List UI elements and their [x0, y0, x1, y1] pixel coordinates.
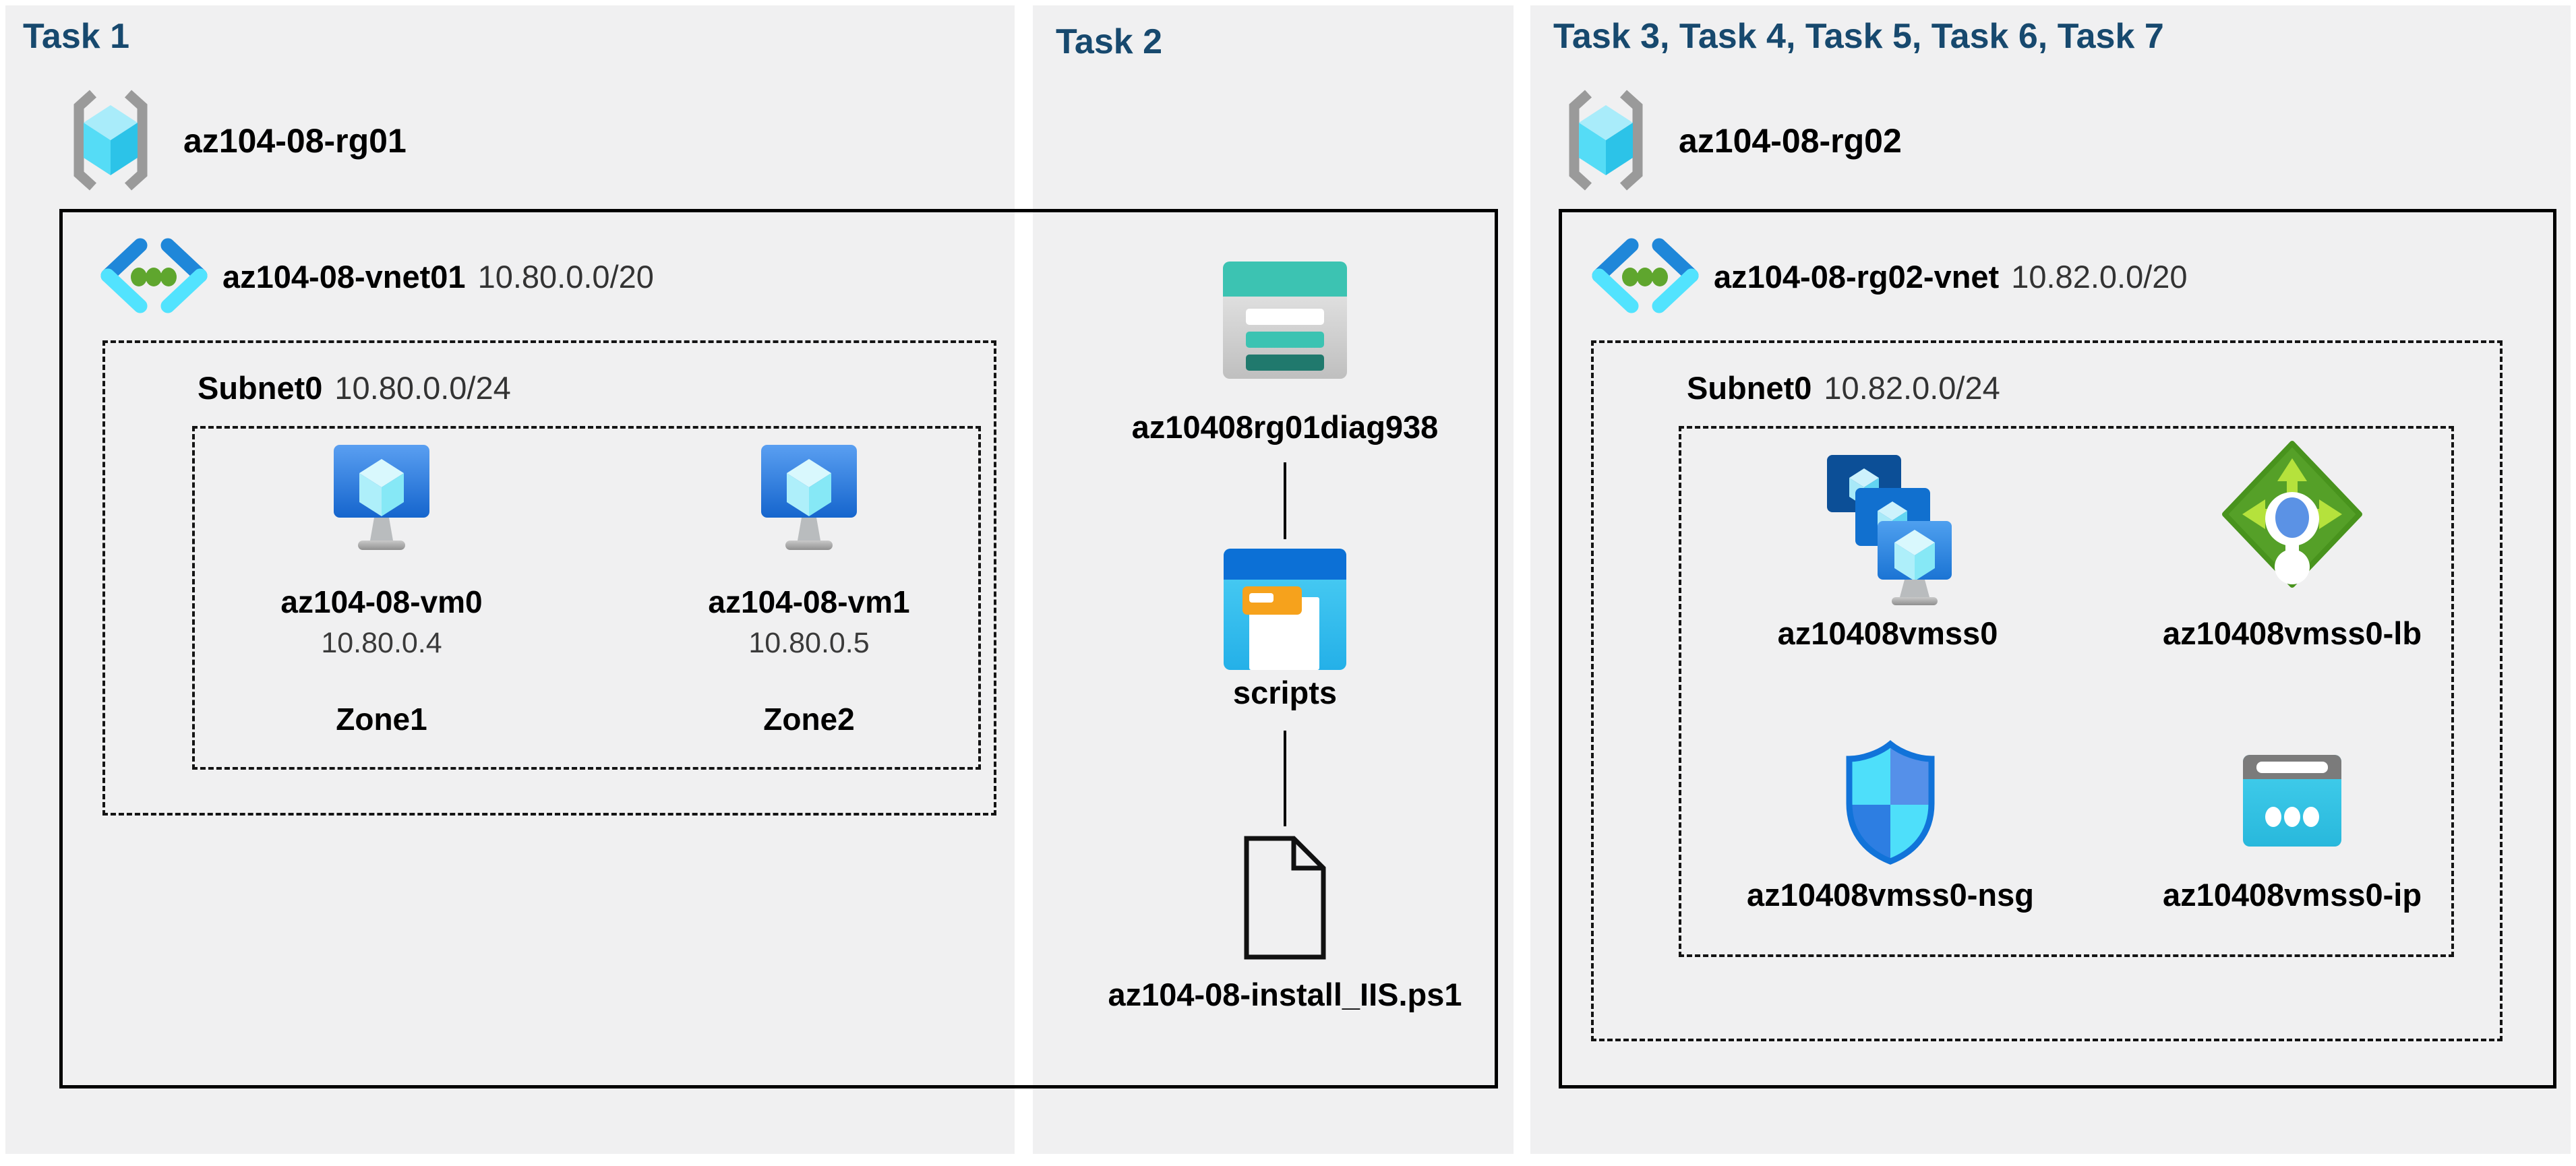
subnet0-box [102, 340, 996, 816]
vnet-name: az104-08-vnet01 [222, 259, 466, 295]
vnet-label: az104-08-rg02-vnet 10.82.0.0/20 [1714, 258, 2188, 295]
subnet-label: Subnet0 10.80.0.0/24 [198, 369, 511, 406]
resource-group-icon [1563, 89, 1649, 191]
vm-name: az104-08-vm0 [280, 584, 483, 619]
vmss-name: az10408vmss0 [1777, 615, 1998, 651]
task1-heading: Task 1 [23, 17, 130, 56]
resource-group-name: az104-08-rg01 [183, 122, 407, 160]
connector-container-to-file [1284, 731, 1286, 826]
vmss-icon [1820, 445, 1955, 607]
rg01-boundary-box [59, 209, 1498, 1088]
vnet-cidr: 10.82.0.0/20 [2011, 259, 2188, 295]
vmss-resources-box [1679, 426, 2454, 957]
storage-account-name: az10408rg01diag938 [1131, 409, 1439, 445]
connector-storage-to-container [1284, 462, 1286, 539]
vm-zone: Zone2 [763, 702, 855, 737]
virtual-machine-icon [331, 442, 432, 569]
task3-panel [1530, 5, 2571, 1154]
public-ip-name: az10408vmss0-ip [2162, 877, 2422, 913]
resource-group-icon [67, 89, 154, 191]
resource-group-name: az104-08-rg02 [1679, 122, 1902, 160]
task1-panel [5, 5, 1015, 1154]
blob-container-icon [1224, 549, 1346, 670]
vm-ip: 10.80.0.5 [748, 627, 870, 659]
vm-ip: 10.80.0.4 [321, 627, 442, 659]
vnet-label: az104-08-vnet01 10.80.0.0/20 [222, 258, 654, 295]
subnet-cidr: 10.80.0.0/24 [334, 370, 511, 406]
availability-zones-box [192, 426, 981, 770]
public-ip-icon [2243, 755, 2341, 847]
rg02-boundary-box [1559, 209, 2556, 1088]
load-balancer-icon [2221, 439, 2364, 589]
load-balancer-name: az10408vmss0-lb [2162, 615, 2422, 651]
task3-heading: Task 3, Task 4, Task 5, Task 6, Task 7 [1553, 17, 2164, 56]
vnet-cidr: 10.80.0.0/20 [477, 259, 654, 295]
virtual-machine-icon [758, 442, 860, 569]
virtual-network-icon [1590, 236, 1701, 315]
file-icon [1241, 833, 1329, 962]
network-security-group-icon [1840, 737, 1941, 867]
subnet-name: Subnet0 [1687, 370, 1812, 406]
script-file-name: az104-08-install_IIS.ps1 [1108, 977, 1462, 1012]
task2-heading: Task 2 [1056, 22, 1163, 61]
virtual-network-icon [98, 236, 210, 315]
subnet-label: Subnet0 10.82.0.0/24 [1687, 369, 2000, 406]
vnet-name: az104-08-rg02-vnet [1714, 259, 2000, 295]
vm-name: az104-08-vm1 [708, 584, 910, 619]
vm-zone: Zone1 [336, 702, 427, 737]
storage-account-icon [1223, 262, 1347, 379]
container-name: scripts [1232, 675, 1338, 710]
subnet-name: Subnet0 [198, 370, 323, 406]
subnet-cidr: 10.82.0.0/24 [1824, 370, 2000, 406]
subnet0-box [1591, 340, 2503, 1041]
nsg-name: az10408vmss0-nsg [1747, 877, 2034, 913]
